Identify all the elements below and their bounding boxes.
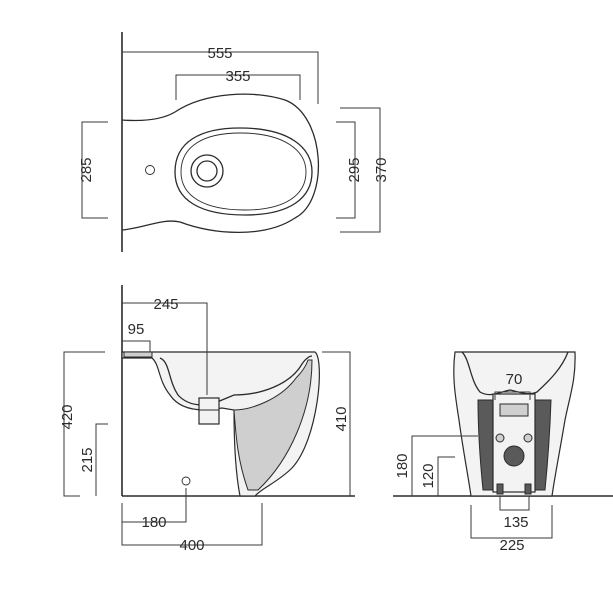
dim-line-215 (95, 423, 108, 496)
dim-label-400: 400 (179, 537, 204, 554)
front-view-bracket-plate (499, 403, 529, 417)
dim-line-180-front (411, 435, 478, 496)
dim-line-70 (494, 391, 531, 400)
front-view: 70 180 120 135 225 (393, 351, 613, 554)
top-view-drain-inner (196, 160, 218, 182)
side-view-bowl-inner (159, 355, 313, 406)
front-view-outlet (503, 445, 525, 467)
dim-line-245 (122, 302, 208, 395)
dim-label-420: 420 (59, 404, 76, 429)
front-view-fixing-right (524, 483, 532, 495)
side-view-waste-pipe (198, 397, 220, 425)
top-view-drain-outer (190, 154, 224, 188)
dim-label-95: 95 (128, 321, 145, 338)
dim-line-400 (121, 503, 263, 546)
dim-label-225: 225 (499, 537, 524, 554)
dim-line-225 (470, 505, 553, 539)
top-view-tap-hole (145, 165, 155, 175)
front-view-bowl-inner (461, 351, 569, 396)
dim-line-355 (175, 74, 301, 100)
dim-label-410: 410 (333, 406, 350, 431)
dim-label-245: 245 (153, 296, 178, 313)
front-view-fixing-left (496, 483, 504, 495)
dim-label-70: 70 (506, 371, 523, 388)
front-view-cavity-right (531, 399, 552, 491)
side-view-tap-hole (123, 351, 153, 358)
dim-label-135: 135 (503, 514, 528, 531)
dim-label-555: 555 (207, 45, 232, 62)
top-view-fixture-outline (121, 93, 320, 234)
dim-label-285: 285 (78, 157, 95, 182)
dim-label-355: 355 (225, 68, 250, 85)
front-view-bolt-right (523, 433, 533, 443)
dim-line-420 (63, 351, 105, 497)
dim-label-215: 215 (79, 447, 96, 472)
front-view-bolt-left (495, 433, 505, 443)
top-view: 555 355 285 295 370 (78, 32, 390, 252)
dim-line-180 (121, 488, 187, 523)
top-view-bowl-rim (174, 127, 313, 216)
side-view-trap (233, 359, 313, 491)
dim-line-555 (122, 51, 319, 104)
dim-label-295: 295 (346, 157, 363, 182)
top-view-bowl-inner (180, 132, 307, 211)
dim-label-370: 370 (373, 157, 390, 182)
dim-line-295 (336, 121, 356, 219)
side-view-floor-fixing (181, 476, 191, 486)
dim-line-370 (340, 107, 381, 233)
dim-label-120: 120 (420, 463, 437, 488)
dim-label-180-front: 180 (394, 453, 411, 478)
dim-line-135 (499, 496, 530, 511)
dim-line-120 (437, 456, 455, 496)
dim-label-180: 180 (141, 514, 166, 531)
dim-line-95 (122, 340, 151, 352)
dim-line-285 (81, 121, 108, 219)
dim-line-410 (322, 351, 351, 496)
side-view: 245 95 420 215 410 180 400 (59, 285, 355, 554)
front-view-cavity (477, 399, 498, 491)
